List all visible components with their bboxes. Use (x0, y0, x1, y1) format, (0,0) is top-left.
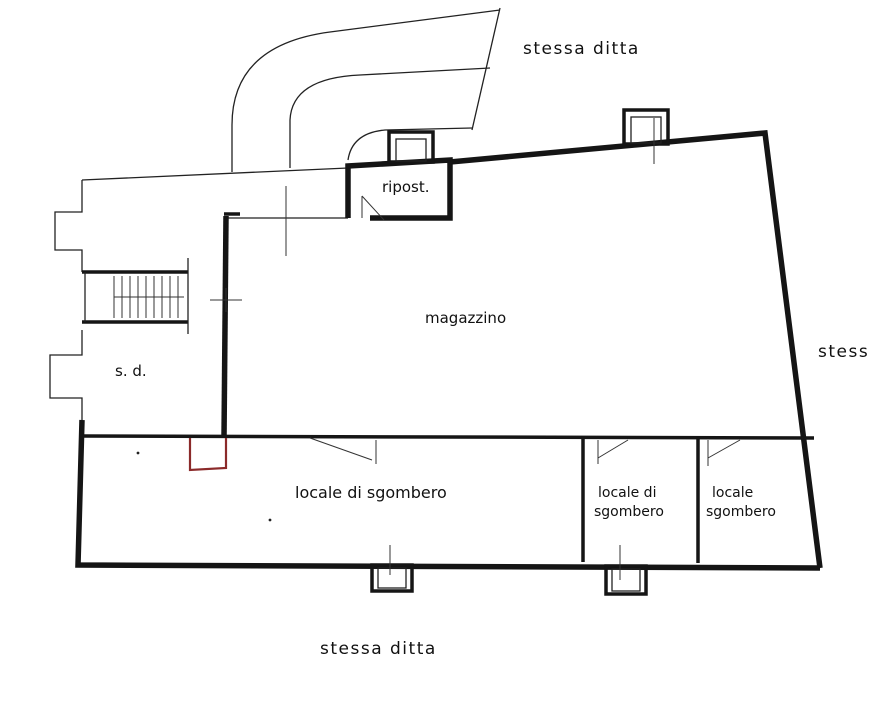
access-ramp (231, 7, 501, 172)
neighbor-label-right: stess (818, 342, 869, 362)
locale-right-label-1: locale (712, 485, 753, 501)
sd-label: s. d. (115, 362, 147, 380)
pillar-boxes-south (370, 545, 648, 596)
mark-dot (136, 451, 140, 455)
neighbor-label-top: stessa ditta (523, 39, 640, 59)
circulation-boundary (49, 167, 349, 420)
storage-rooms-walls (75, 419, 821, 571)
locale-mid-label-2: sgombero (594, 504, 664, 520)
mark-dot (268, 518, 272, 522)
locale-mid-label-1: locale di (598, 485, 656, 501)
locale-right-label-2: sgombero (706, 504, 776, 520)
magazzino-label: magazzino (425, 309, 506, 327)
neighbor-label-bottom: stessa ditta (320, 639, 437, 659)
locale-main-label: locale di sgombero (295, 483, 447, 502)
staircase (82, 258, 189, 334)
door-marker (188, 438, 228, 472)
ripostiglio-label: ripost. (382, 178, 430, 196)
magazzino-walls (210, 130, 823, 569)
pillar-boxes-north (387, 108, 670, 164)
ripostiglio-walls (345, 157, 453, 221)
